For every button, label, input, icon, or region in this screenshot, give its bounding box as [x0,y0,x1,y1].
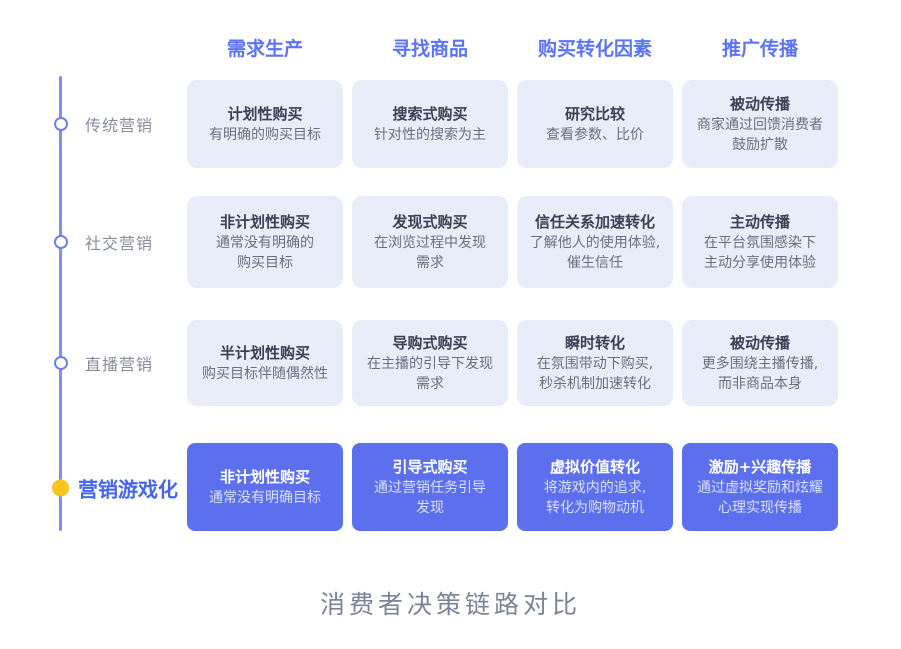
cell-title: 发现式购买 [392,213,468,231]
cell-traditional-spread: 被动传播 商家通过回馈消费者 鼓励扩散 [682,80,838,168]
cell-title: 激励+兴趣传播 [708,458,812,476]
cell-title: 半计划性购买 [219,344,310,362]
cards-row-livestream: 半计划性购买 购买目标伴随偶然性 导购式购买 在主播的引导下发现 需求 瞬时转化… [187,320,838,406]
cell-social-demand: 非计划性购买 通常没有明确的 购买目标 [187,196,343,288]
column-header-row: 需求生产 寻找商品 购买转化因素 推广传播 [187,34,838,61]
cell-desc: 更多围绕主播传播, 而非商品本身 [701,356,819,392]
timeline-dot-traditional [54,117,68,131]
column-header-promotion-spread: 推广传播 [721,38,798,60]
cell-title: 引导式购买 [392,458,468,476]
cell-title: 搜索式购买 [392,105,468,123]
cell-social-find: 发现式购买 在浏览过程中发现 需求 [352,196,508,288]
cell-title: 非计划性购买 [219,213,310,231]
timeline-dot-gamification [52,479,69,497]
cell-desc: 购买目标伴随偶然性 [202,366,328,382]
timeline-dot-livestream [54,356,68,370]
cell-traditional-conversion: 研究比较 查看参数、比价 [517,80,673,168]
cell-social-spread: 主动传播 在平台氛围感染下 主动分享使用体验 [682,196,838,288]
cell-livestream-conversion: 瞬时转化 在氛围带动下购买, 秒杀机制加速转化 [517,320,673,406]
timeline-dot-social [54,235,68,249]
row-label-social-marketing: 社交营销 [85,234,154,253]
cell-title: 虚拟价值转化 [549,458,640,476]
cell-desc: 将游戏内的追求, 转化为购物动机 [543,480,647,516]
cell-title: 非计划性购买 [219,468,310,486]
cell-desc: 通过虚拟奖励和炫耀 心理实现传播 [697,480,823,516]
cell-desc: 在主播的引导下发现 需求 [367,356,493,392]
cell-livestream-find: 导购式购买 在主播的引导下发现 需求 [352,320,508,406]
cell-livestream-demand: 半计划性购买 购买目标伴随偶然性 [187,320,343,406]
cell-desc: 在浏览过程中发现 需求 [374,235,486,271]
row-label-livestream-marketing: 直播营销 [85,355,154,374]
cell-gamification-conversion: 虚拟价值转化 将游戏内的追求, 转化为购物动机 [517,443,673,531]
column-header-find-products: 寻找商品 [391,38,468,60]
cell-social-conversion: 信任关系加速转化 了解他人的使用体验, 催生信任 [517,196,673,288]
cell-gamification-spread: 激励+兴趣传播 通过虚拟奖励和炫耀 心理实现传播 [682,443,838,531]
cell-title: 计划性购买 [227,105,303,123]
cell-livestream-spread: 被动传播 更多围绕主播传播, 而非商品本身 [682,320,838,406]
cards-row-social: 非计划性购买 通常没有明确的 购买目标 发现式购买 在浏览过程中发现 需求 信任… [187,196,838,288]
cell-title: 被动传播 [729,334,790,352]
cell-title: 信任关系加速转化 [534,213,655,231]
cell-desc: 查看参数、比价 [546,127,644,143]
cell-traditional-demand: 计划性购买 有明确的购买目标 [187,80,343,168]
cell-desc: 有明确的购买目标 [209,127,321,143]
cell-title: 被动传播 [729,95,790,113]
cell-desc: 了解他人的使用体验, 催生信任 [529,235,661,271]
cell-desc: 在平台氛围感染下 主动分享使用体验 [704,235,816,271]
cell-title: 研究比较 [564,105,625,123]
cell-title: 导购式购买 [392,334,468,352]
cell-title: 瞬时转化 [564,334,625,352]
cell-gamification-demand: 非计划性购买 通常没有明确目标 [187,443,343,531]
cell-desc: 通常没有明确目标 [209,490,321,506]
row-label-marketing-gamification: 营销游戏化 [78,477,178,502]
cell-gamification-find: 引导式购买 通过营销任务引导 发现 [352,443,508,531]
cell-title: 主动传播 [729,213,790,231]
cell-desc: 商家通过回馈消费者 鼓励扩散 [697,117,823,153]
diagram-caption: 消费者决策链路对比 [319,590,581,619]
cell-desc: 针对性的搜索为主 [374,127,486,143]
cell-desc: 在氛围带动下购买, 秒杀机制加速转化 [536,356,654,392]
cards-row-gamification: 非计划性购买 通常没有明确目标 引导式购买 通过营销任务引导 发现 虚拟价值转化… [187,443,838,531]
column-header-demand-generation: 需求生产 [226,38,303,60]
cell-traditional-find: 搜索式购买 针对性的搜索为主 [352,80,508,168]
cell-desc: 通过营销任务引导 发现 [374,480,486,516]
timeline-line [59,76,62,531]
row-label-traditional-marketing: 传统营销 [85,116,154,135]
column-header-conversion-factors: 购买转化因素 [537,38,652,60]
cell-desc: 通常没有明确的 购买目标 [216,235,314,271]
cards-row-traditional: 计划性购买 有明确的购买目标 搜索式购买 针对性的搜索为主 研究比较 查看参数、… [187,80,838,168]
